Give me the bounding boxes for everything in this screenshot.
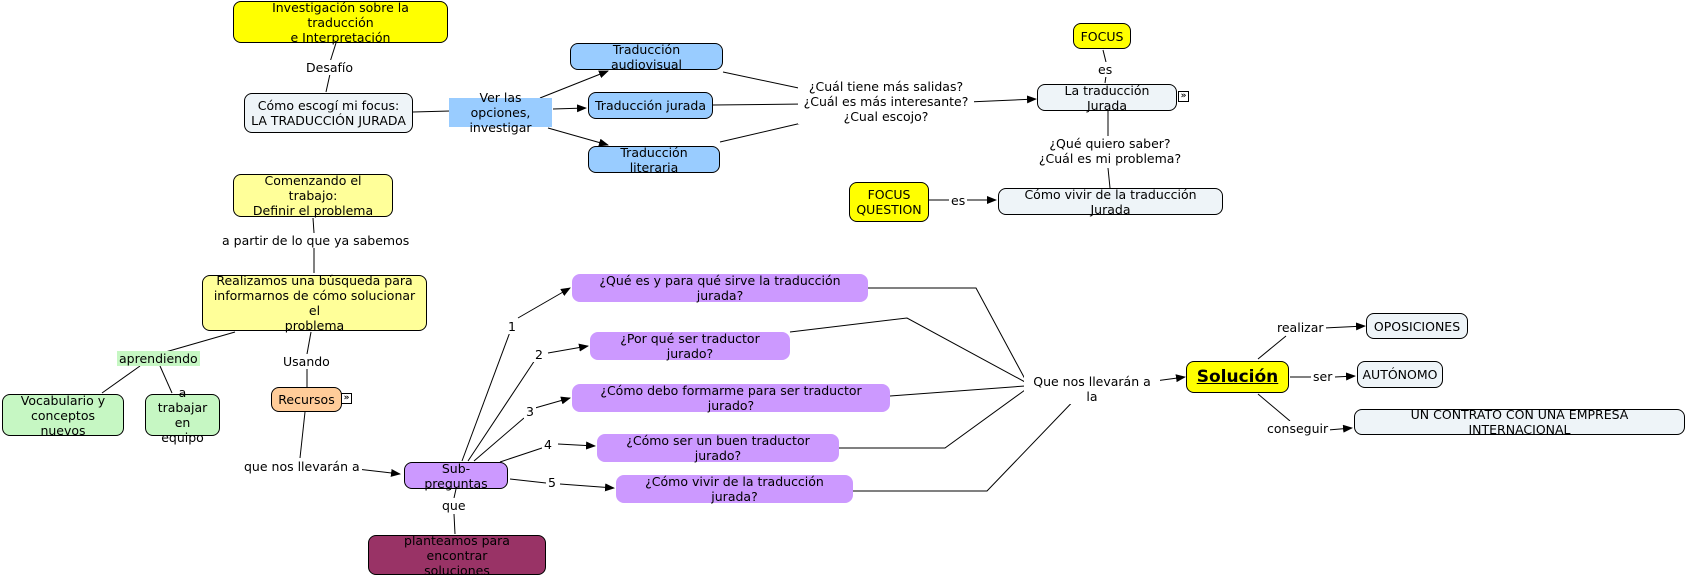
edge-n5-q5 <box>559 483 615 492</box>
node-q4[interactable]: ¿Cómo ser un buen traductor jurado? <box>597 433 839 463</box>
node-audiovisual[interactable]: Traducción audiovisual <box>570 42 723 72</box>
link-label-es-focus: es <box>1096 62 1115 77</box>
link-label-desafio: Desafío <box>304 60 356 75</box>
link-label-n3: 3 <box>524 404 536 419</box>
edge-quenosllevaran-sub <box>356 468 401 477</box>
edge-realizar-oposiciones <box>1323 322 1366 331</box>
edge-investigacion-desafio <box>329 42 337 63</box>
edge-llevaran-solucion <box>1154 374 1186 383</box>
node-focus[interactable]: FOCUS <box>1073 23 1131 49</box>
link-label-es-question: es <box>949 193 968 208</box>
node-trabajar-equipo[interactable]: a trabajar en equipo <box>145 385 220 445</box>
edge-sub-n5 <box>509 478 547 484</box>
edge-sub-n3 <box>473 417 525 462</box>
edge-ver-audiovisual <box>539 70 609 99</box>
link-label-n4: 4 <box>542 437 554 452</box>
edge-q5-llevaran <box>853 390 1084 492</box>
link-label-a-partir: a partir de lo que ya sabemos <box>220 233 412 248</box>
node-vocabulario[interactable]: Vocabulario y conceptos nuevos <box>2 393 124 438</box>
node-recursos[interactable]: Recursos <box>271 387 342 412</box>
edge-literaria-cual <box>719 121 807 143</box>
node-investigacion[interactable]: Investigación sobre la traducción e Inte… <box>233 0 448 45</box>
edge-cual-latraduccion <box>967 95 1037 104</box>
link-label-conseguir: conseguir <box>1265 421 1331 436</box>
node-que-quiero[interactable]: ¿Qué quiero saber? ¿Cuál es mi problema? <box>1028 136 1192 166</box>
node-que-nos-llevaran[interactable]: Que nos llevarán a la <box>1024 374 1160 404</box>
edge-q3-llevaran <box>889 385 1026 397</box>
edge-realizamos-aprendiendo <box>161 331 236 354</box>
node-q1[interactable]: ¿Qué es y para qué sirve la traducción j… <box>572 273 868 303</box>
node-planteamos[interactable]: planteamos para encontrar soluciones <box>368 533 546 578</box>
edge-n3-q3 <box>534 396 571 409</box>
node-q5[interactable]: ¿Cómo vivir de la traducción jurada? <box>616 474 853 504</box>
expand-icon-la-traduccion-jurada[interactable]: » <box>1178 91 1189 102</box>
edge-audiovisual-cual <box>722 71 809 91</box>
edge-sub-n2 <box>467 359 536 462</box>
edge-comoescogi-ver <box>412 110 451 113</box>
node-ver-opciones[interactable]: Ver las opciones, investigar <box>449 90 552 135</box>
edge-quequiero-comovivir <box>1107 167 1111 189</box>
node-q2[interactable]: ¿Por qué ser traductor jurado? <box>590 331 790 361</box>
link-label-n2: 2 <box>533 347 545 362</box>
edge-q1-llevaran <box>868 287 1026 380</box>
node-literaria[interactable]: Traducción literaria <box>588 145 720 175</box>
edge-comenzando-apartir <box>312 217 315 234</box>
node-jurada[interactable]: Traducción jurada <box>588 92 713 119</box>
edge-solucion-conseguir <box>1257 393 1291 422</box>
link-label-ser: ser <box>1311 369 1335 384</box>
link-label-que-nos-llevaran-a: que nos llevarán a <box>242 459 362 474</box>
edge-solucion-realizar <box>1257 335 1287 360</box>
edge-ver-literaria <box>547 127 609 147</box>
edge-q4-llevaran <box>839 389 1026 449</box>
edge-n2-q2 <box>547 343 589 354</box>
link-label-n5: 5 <box>546 475 558 490</box>
edge-desafio-comoescogi <box>325 73 331 93</box>
node-solucion[interactable]: Solución <box>1186 361 1289 393</box>
edge-ver-jurada <box>552 104 587 113</box>
node-oposiciones[interactable]: OPOSICIONES <box>1366 313 1468 339</box>
link-label-aprendiendo: aprendiendo <box>117 351 200 366</box>
edge-que-planteamos <box>453 513 456 535</box>
edge-realizamos-usando <box>306 331 312 355</box>
edge-sub-n1 <box>461 331 511 462</box>
link-label-realizar: realizar <box>1275 320 1326 335</box>
edge-es-latraduccion <box>1104 75 1107 84</box>
edge-conseguir-contrato <box>1327 424 1353 433</box>
edge-recursos-quenosllevaran <box>299 411 306 459</box>
edge-aprendiendo-equipo <box>159 365 173 394</box>
node-focus-question[interactable]: FOCUS QUESTION <box>849 182 929 222</box>
edge-n1-q1 <box>517 287 571 319</box>
edge-sub-que <box>453 488 457 499</box>
node-realizamos[interactable]: Realizamos una búsqueda para informarnos… <box>202 273 427 333</box>
expand-icon-recursos[interactable]: » <box>341 393 352 404</box>
node-contrato[interactable]: UN CONTRATO CON UNA EMPRESA INTERNACIONA… <box>1354 407 1685 437</box>
node-cual-preguntas[interactable]: ¿Cuál tiene más salidas? ¿Cuál es más in… <box>798 79 974 124</box>
node-q3[interactable]: ¿Cómo debo formarme para ser traductor j… <box>572 383 890 413</box>
node-comenzando[interactable]: Comenzando el trabajo: Definir el proble… <box>233 173 393 218</box>
link-label-usando: Usando <box>281 354 332 369</box>
edge-aprendiendo-vocabulario <box>101 365 141 394</box>
edge-focus-es <box>1102 49 1107 63</box>
edge-ser-autonomo <box>1334 372 1356 381</box>
link-label-n1: 1 <box>506 319 518 334</box>
node-autonomo[interactable]: AUTÓNOMO <box>1357 361 1443 388</box>
link-label-que: que <box>440 498 468 513</box>
node-subpreguntas[interactable]: Sub-preguntas <box>404 461 508 491</box>
edge-q2-llevaran <box>789 317 1026 383</box>
edge-n4-q4 <box>557 441 596 450</box>
edge-jurada-cual <box>712 103 806 106</box>
node-como-vivir-jurada[interactable]: Cómo vivir de la traducción Jurada <box>998 187 1223 217</box>
node-como-escogi[interactable]: Cómo escogí mi focus: LA TRADUCCIÓN JURA… <box>244 93 413 133</box>
edge-sub-n4 <box>499 446 546 463</box>
node-la-traduccion-jurada[interactable]: La traducción Jurada <box>1037 83 1177 113</box>
